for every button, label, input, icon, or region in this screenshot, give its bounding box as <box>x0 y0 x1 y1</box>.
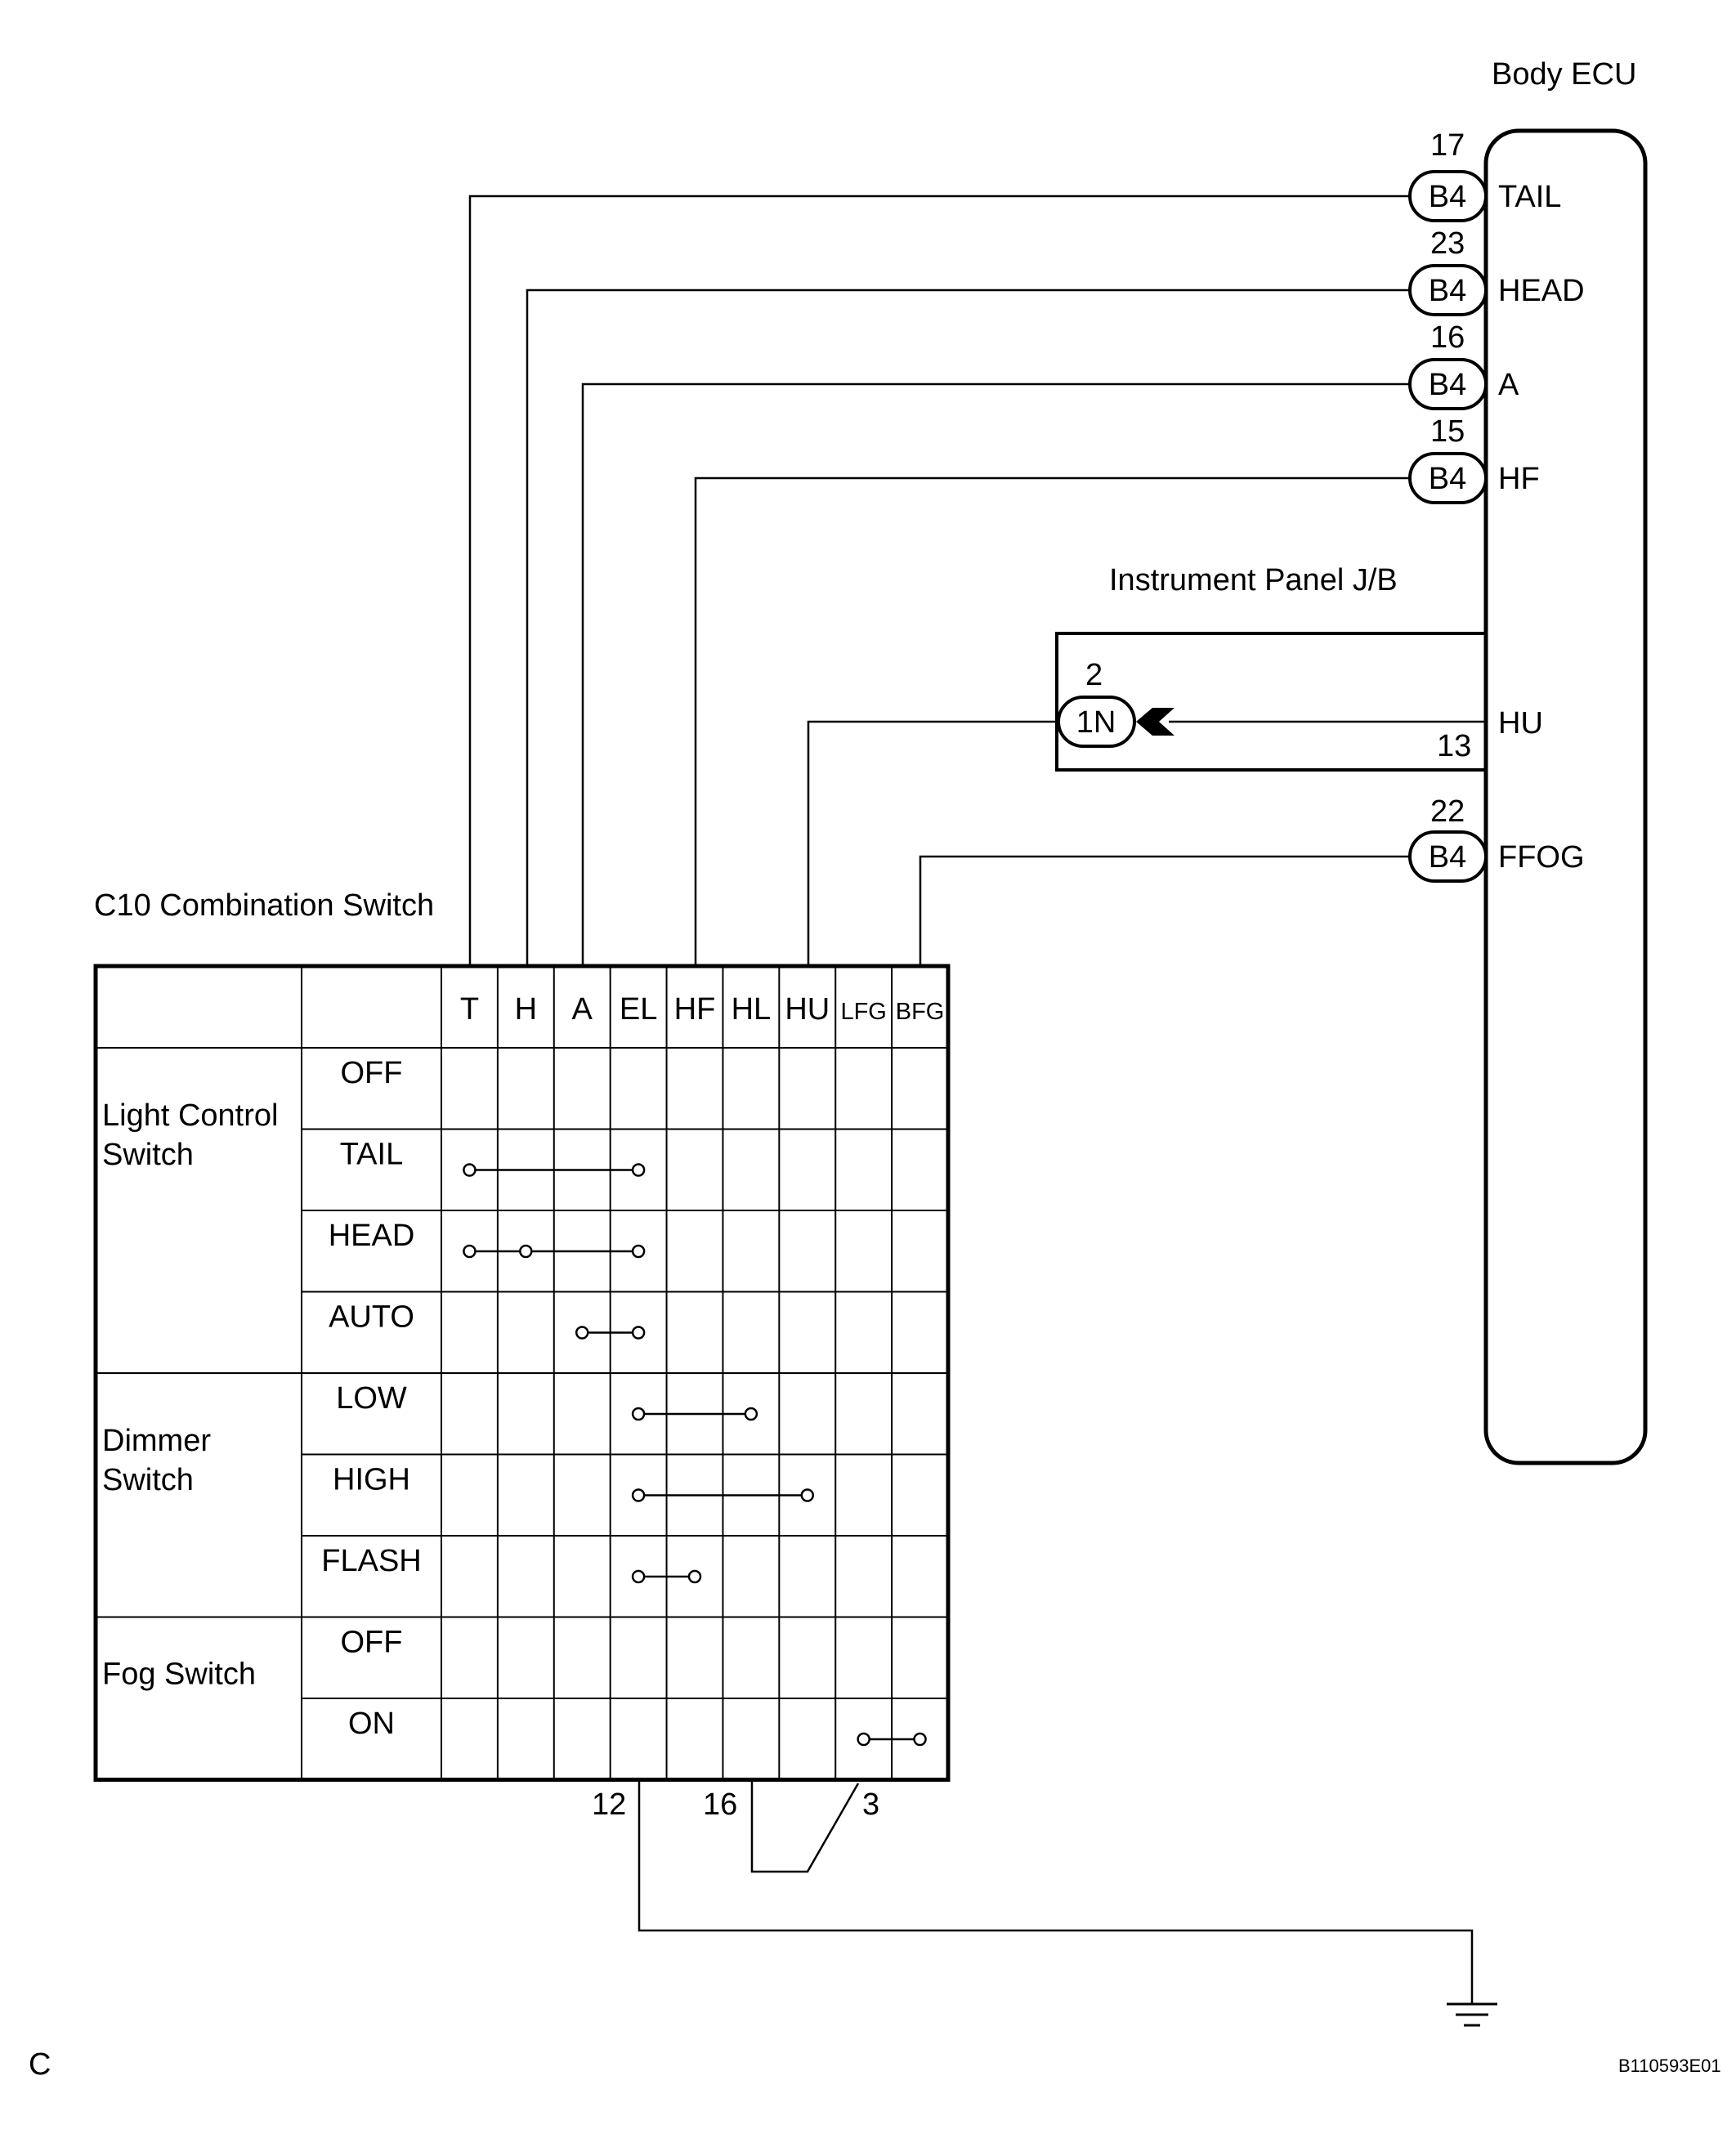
pin-number: 13 <box>1437 729 1471 763</box>
ground-icon <box>1447 2002 1497 2027</box>
group-label: Switch <box>102 1463 194 1497</box>
column-header: T <box>460 992 479 1027</box>
pin-name: HF <box>1498 462 1540 496</box>
wire-hf <box>694 476 1410 966</box>
connector-label: B4 <box>1429 368 1466 402</box>
ecu-pin-tail: 17 B4 TAIL <box>1408 128 1561 222</box>
wire-a <box>581 383 1410 966</box>
connection-point <box>631 1163 646 1177</box>
column-header: BFG <box>896 999 945 1025</box>
row-label: OFF <box>341 1626 403 1660</box>
wire-ground <box>638 1779 1474 2004</box>
connection-point <box>463 1244 477 1259</box>
connection-point <box>800 1488 815 1502</box>
corner-letter: C <box>29 2047 51 2082</box>
row-label: HEAD <box>329 1219 415 1253</box>
pin-number: 17 <box>1430 128 1465 163</box>
connection-point <box>631 1407 646 1421</box>
row-label: ON <box>348 1707 395 1741</box>
bottom-pin-3: 3 <box>862 1787 879 1822</box>
table-border <box>93 964 951 1782</box>
body-ecu-title: Body ECU <box>1492 57 1636 92</box>
wire-ffog <box>919 855 1410 966</box>
connection-point <box>519 1244 533 1259</box>
pin-number: 16 <box>1430 320 1465 355</box>
connection-point <box>857 1732 870 1747</box>
column-header: HL <box>732 992 772 1027</box>
body-ecu-box <box>1483 128 1648 1465</box>
row-label: OFF <box>341 1056 403 1090</box>
jb-connector-label: 1N <box>1076 705 1116 740</box>
wire-tail <box>468 195 1410 966</box>
row-label: LOW <box>336 1381 407 1416</box>
connection-point <box>631 1326 646 1340</box>
pin-number: 15 <box>1430 414 1465 449</box>
pin-name: A <box>1498 368 1519 402</box>
connector-label: B4 <box>1429 840 1466 875</box>
column-header: LFG <box>840 999 886 1025</box>
connector-label: B4 <box>1429 180 1466 214</box>
row-label: FLASH <box>321 1544 421 1578</box>
connection-point <box>687 1569 702 1584</box>
connection-point <box>575 1326 589 1340</box>
group-label: Light Control <box>102 1098 278 1133</box>
ecu-pin-head: 23 B4 HEAD <box>1408 226 1585 316</box>
connection-point <box>631 1244 646 1259</box>
column-header: HU <box>785 992 830 1027</box>
row-label: TAIL <box>340 1138 403 1172</box>
female-terminal-icon <box>1136 708 1174 736</box>
row-label: AUTO <box>329 1300 414 1335</box>
pin-name: HEAD <box>1498 274 1585 308</box>
connection-point <box>913 1732 927 1747</box>
bottom-pin-16: 16 <box>703 1787 737 1822</box>
connector-label: B4 <box>1429 462 1466 496</box>
pin-name: HU <box>1498 706 1543 740</box>
connection-point <box>631 1488 646 1502</box>
jb-box <box>1055 632 1486 772</box>
figure-code: B110593E01 <box>1618 2056 1721 2076</box>
column-header: H <box>515 992 537 1027</box>
group-label: Switch <box>102 1138 194 1172</box>
connector-label: B4 <box>1429 274 1466 308</box>
group-label: Dimmer <box>102 1424 211 1458</box>
pin-name: TAIL <box>1498 180 1561 214</box>
switch-title: C10 Combination Switch <box>94 888 434 923</box>
column-header: A <box>572 992 593 1027</box>
pin-name: FFOG <box>1498 840 1585 875</box>
connection-point <box>631 1569 646 1584</box>
pin-number: 22 <box>1430 794 1465 829</box>
pin-number: 23 <box>1430 226 1465 261</box>
wire-jumper <box>750 1779 860 1873</box>
connection-point <box>744 1407 758 1421</box>
wire-head <box>526 289 1410 966</box>
wire-hu <box>807 720 1058 966</box>
ecu-pin-hu: HU 13 <box>1437 706 1543 763</box>
column-header: HF <box>674 992 716 1027</box>
bottom-pin-12: 12 <box>592 1787 626 1822</box>
connection-point <box>463 1163 477 1177</box>
group-label: Fog Switch <box>102 1658 256 1692</box>
ecu-pin-ffog: 22 B4 FFOG <box>1408 794 1585 883</box>
wires <box>468 195 1474 2004</box>
jb-title: Instrument Panel J/B <box>1109 563 1398 597</box>
column-header: EL <box>620 992 657 1027</box>
row-label: HIGH <box>333 1463 410 1497</box>
jb-pin-number: 2 <box>1085 658 1103 692</box>
